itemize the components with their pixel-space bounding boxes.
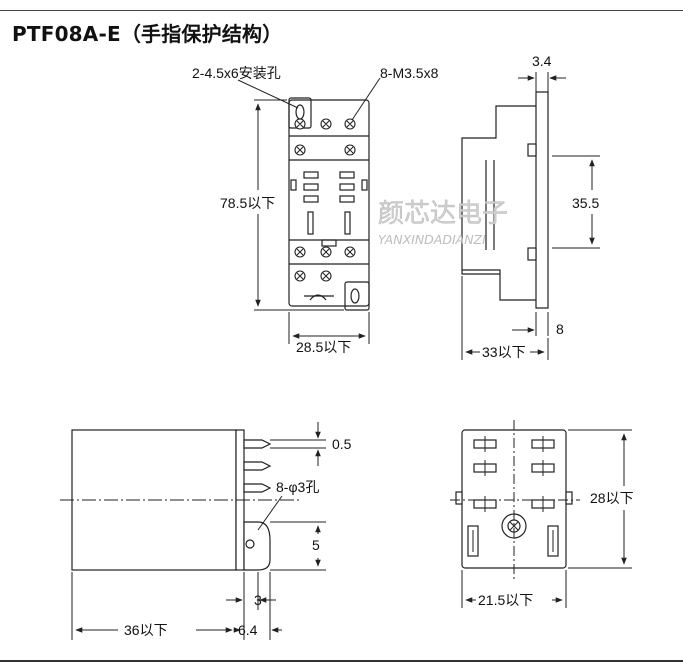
page-title: PTF08A-E（手指保护结构）: [12, 22, 283, 46]
pin-label: 0.5: [332, 436, 352, 452]
rail-height-label: 35.5: [572, 195, 599, 211]
body-length-label: 36以下: [124, 622, 168, 638]
watermark-en: YANXINDADIANZI: [378, 232, 486, 247]
hole-offset-label: 3: [254, 592, 262, 608]
depth-label: 33以下: [482, 344, 526, 360]
relay-side-dims: [60, 422, 326, 640]
side-view-dims: [461, 72, 600, 360]
hole-label: 8-φ3孔: [276, 479, 319, 495]
side-view: [461, 91, 549, 309]
width-label: 28.5以下: [296, 339, 351, 355]
mount-hole-label: 2-4.5x6安装孔: [192, 65, 281, 81]
foot-label: 8: [556, 321, 564, 337]
top-rule: [0, 10, 683, 11]
end-view-marks: [472, 436, 554, 552]
front-view-leaders: [237, 77, 381, 344]
end-width-label: 21.5以下: [478, 592, 533, 608]
screw-spec-label: 8-M3.5x8: [380, 65, 439, 81]
flange-label: 6.4: [238, 622, 258, 638]
watermark-cn: 颜芯达电子: [378, 199, 508, 229]
end-height-label: 28以下: [590, 490, 634, 506]
hole-spacing-label: 5: [312, 537, 320, 553]
bottom-rule: [0, 660, 683, 662]
screw-crosses: [296, 120, 354, 280]
height-label: 78.5以下: [220, 195, 275, 211]
end-view-dims: [450, 420, 632, 608]
rail-thickness-label: 3.4: [532, 53, 552, 69]
